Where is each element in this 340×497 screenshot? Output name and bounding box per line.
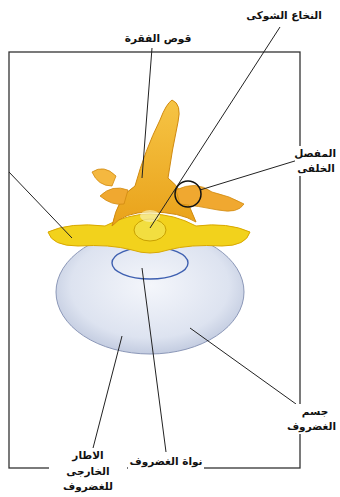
label-arch: قوص الفقرة: [124, 31, 193, 46]
joint-circle: [175, 181, 201, 207]
label-disc-body: جسم الغضروف: [293, 404, 337, 434]
frame: [9, 52, 300, 468]
label-spinal-cord: النخاع الشوكى: [245, 8, 323, 23]
leader-lines: [9, 27, 298, 452]
label-outer-ring: الاطار الخارجى للغضروف: [49, 448, 127, 494]
label-nucleus: نواة الغضروف: [128, 454, 203, 469]
label-joint: المفصل الخلفى: [295, 146, 337, 176]
vertebra: [48, 100, 250, 253]
